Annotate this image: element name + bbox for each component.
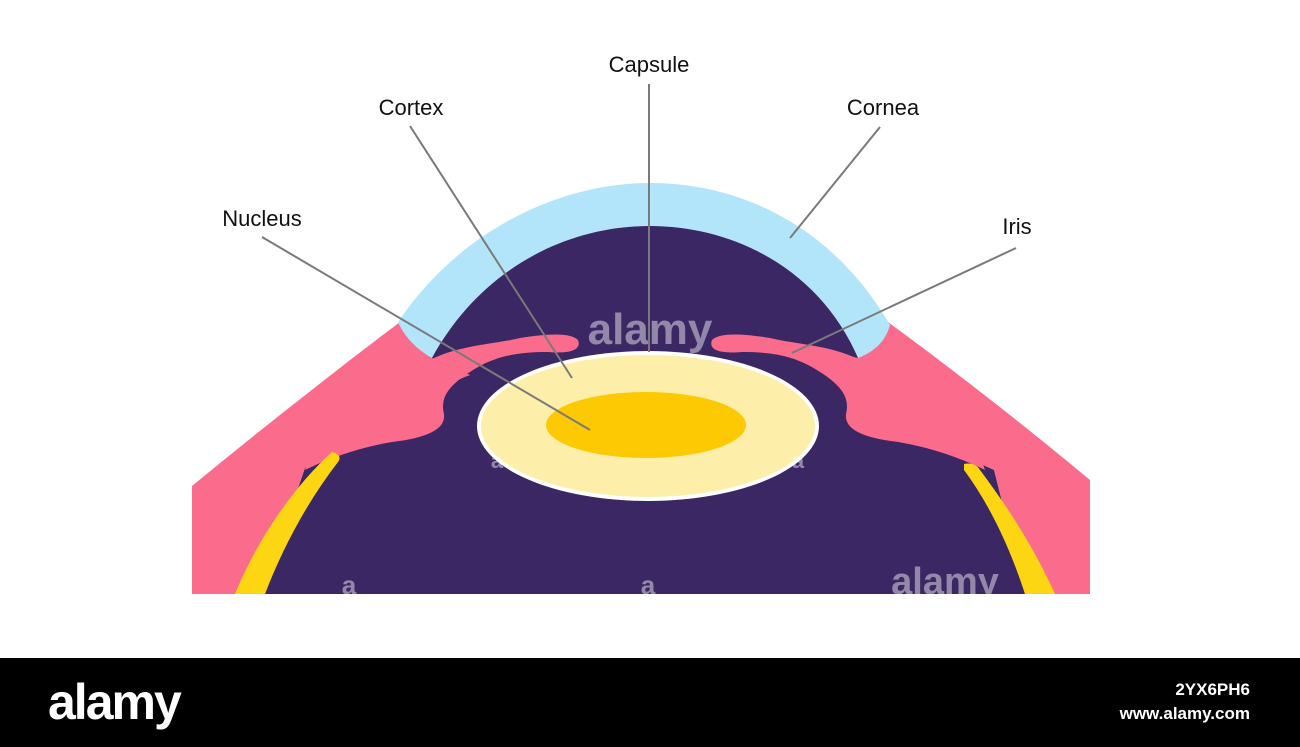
iris-right: [711, 334, 985, 470]
footer-site-url: www.alamy.com: [1119, 704, 1250, 723]
footer-bar: alamy 2YX6PH6 www.alamy.com: [0, 658, 1300, 747]
cornea-leader: [789, 126, 881, 239]
watermark-glyph-3: a: [491, 448, 504, 473]
ciliary-band-left: [235, 452, 340, 594]
iris-left: [305, 334, 579, 470]
cortex-label: Cortex: [379, 95, 444, 120]
nucleus-label: Nucleus: [222, 206, 301, 231]
nucleus-leader: [261, 236, 591, 431]
cornea: [398, 183, 890, 358]
watermark-glyph-2: a: [641, 570, 656, 600]
watermark-center: alamy: [588, 305, 713, 354]
eye-lens-diagram: alamy alamy a a a a Capsule Cortex Corne…: [192, 52, 1090, 603]
watermark-glyph-4: a: [792, 448, 805, 473]
capsule-label: Capsule: [609, 52, 690, 77]
outer-tissue: [192, 322, 1090, 594]
iris-leader: [791, 247, 1017, 354]
footer-image-id: 2YX6PH6: [1175, 680, 1250, 699]
cornea-label: Cornea: [847, 95, 920, 120]
lens-nucleus: [546, 392, 746, 458]
watermark-bottom-right: alamy: [891, 561, 999, 603]
cortex-leader: [409, 125, 573, 379]
footer-brand-logo: alamy: [48, 674, 182, 730]
watermark-glyph-1: a: [342, 570, 357, 600]
iris-label: Iris: [1002, 214, 1031, 239]
ciliary-band-right: [964, 463, 1055, 594]
